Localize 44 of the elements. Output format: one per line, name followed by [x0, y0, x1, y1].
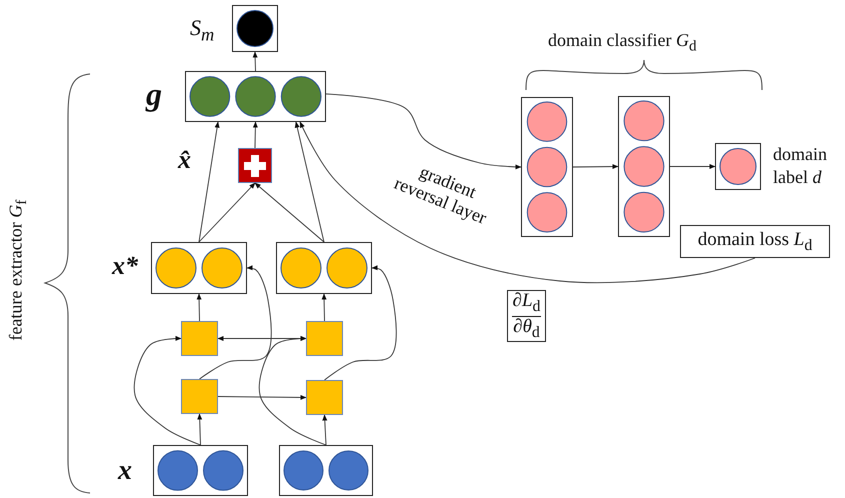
layer-label: x	[118, 456, 132, 486]
hidden-unit-square	[306, 380, 343, 415]
arrow	[300, 121, 756, 284]
layer-box	[618, 96, 670, 237]
arrow	[134, 336, 201, 446]
arrow	[199, 265, 272, 380]
layer-box	[521, 97, 573, 237]
arrow	[197, 413, 202, 446]
layer-label: x̂	[178, 146, 191, 174]
arrow	[198, 121, 220, 242]
layer-name: gradient reversal layer	[390, 160, 491, 230]
arrow	[324, 265, 397, 380]
arrow	[294, 121, 324, 242]
arrow	[258, 336, 326, 446]
layer-box	[276, 242, 372, 294]
box-label: domain loss L$_{d}$	[698, 228, 812, 254]
arrow	[254, 182, 324, 242]
layer-label: domain label d	[773, 143, 828, 190]
hidden-unit-square	[306, 321, 343, 356]
arrow	[218, 394, 307, 400]
layer-label: S$_{m}$	[190, 16, 214, 45]
add-operation-box	[238, 148, 272, 183]
text-box	[680, 225, 830, 258]
arrow	[572, 164, 619, 170]
text-box	[507, 290, 546, 342]
fraction-numerator: ∂L$_{d}$	[512, 291, 542, 316]
arrow	[322, 414, 328, 446]
arrow	[252, 121, 258, 148]
arrow	[670, 164, 716, 170]
brace-label: domain classifier G$_{d}$	[548, 31, 696, 56]
layer-box	[151, 242, 247, 294]
layer-box	[279, 445, 373, 496]
layer-label: x*	[112, 252, 138, 280]
layer-box	[153, 445, 248, 496]
arrow	[196, 293, 202, 322]
arrow	[322, 293, 327, 322]
hidden-unit-square	[181, 379, 218, 414]
arrow	[252, 51, 258, 72]
layer-label: g	[146, 78, 162, 112]
fraction-denominator: ∂θ$_{d}$	[512, 316, 541, 341]
hidden-unit-square	[181, 321, 218, 356]
layer-box	[185, 71, 326, 122]
arrow	[326, 94, 522, 170]
arrow	[198, 182, 256, 242]
